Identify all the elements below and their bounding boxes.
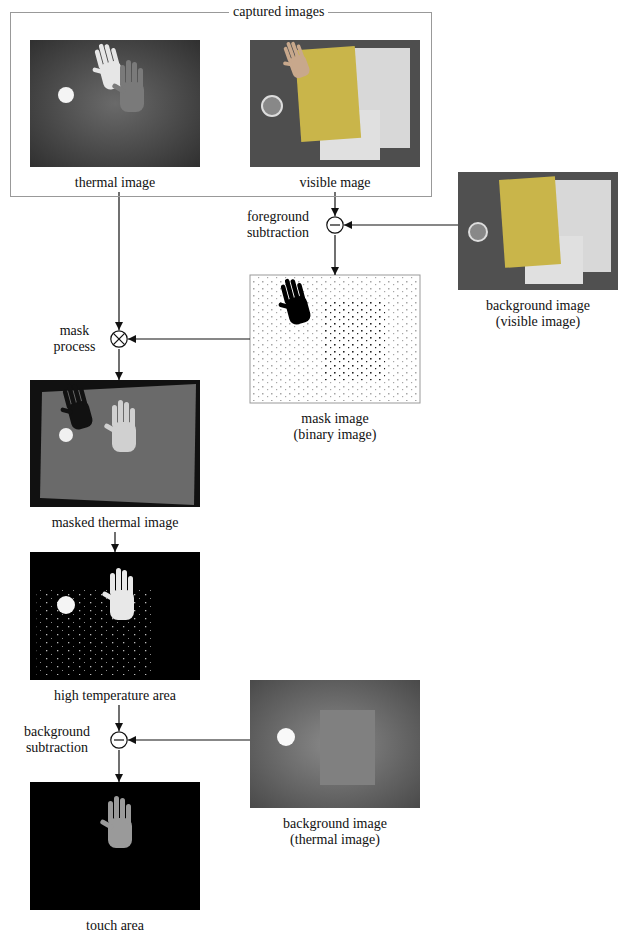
subtract-symbol — [326, 216, 344, 234]
image-node: visible mage — [250, 40, 420, 191]
image-area — [30, 552, 200, 680]
image-area — [458, 172, 618, 290]
mask-picture — [250, 275, 420, 403]
image-caption: thermal image — [30, 175, 200, 191]
operation-label: mask process — [47, 323, 102, 355]
operation-label: foreground subtraction — [238, 209, 318, 241]
flow-arrow — [114, 532, 115, 552]
image-area — [30, 40, 200, 167]
image-node: high temperature area — [30, 552, 200, 704]
image-caption: visible mage — [250, 175, 420, 191]
flow-arrow — [334, 235, 335, 275]
image-area — [30, 782, 200, 910]
thermal-picture — [30, 40, 200, 167]
image-caption: background image (visible image) — [473, 298, 603, 330]
masked-thermal-picture — [30, 380, 200, 507]
operation-node: mask process — [110, 330, 128, 348]
image-caption: touch area — [30, 918, 200, 933]
group-title: captured images — [229, 4, 328, 20]
subtract-symbol — [110, 731, 128, 749]
image-node: mask image (binary image) — [250, 275, 420, 443]
flow-arrow — [334, 192, 335, 216]
image-caption: high temperature area — [30, 688, 200, 704]
image-caption: masked thermal image — [30, 515, 200, 531]
touch-picture — [30, 782, 200, 910]
image-caption: background image (thermal image) — [270, 816, 400, 848]
image-node: thermal image — [30, 40, 200, 191]
flow-arrow — [118, 192, 119, 330]
image-area — [30, 380, 200, 507]
visible-picture — [250, 38, 420, 167]
image-caption: mask image (binary image) — [283, 411, 388, 443]
image-node: touch area — [30, 782, 200, 933]
image-node: masked thermal image — [30, 380, 200, 531]
flow-arrow — [128, 739, 250, 740]
image-node: background image (thermal image) — [250, 680, 420, 848]
operation-node: foreground subtraction — [326, 216, 344, 234]
background-thermal-picture — [250, 680, 420, 808]
flow-arrow — [118, 349, 119, 380]
high-temperature-picture — [30, 552, 200, 680]
image-area — [250, 40, 420, 167]
operation-label: background subtraction — [12, 724, 102, 756]
group-box: captured imagesthermal imagevisible mage — [10, 12, 432, 197]
image-area — [250, 680, 420, 808]
flow-arrow — [128, 338, 250, 339]
multiply-symbol — [110, 330, 128, 348]
image-area — [250, 275, 420, 403]
flow-arrow — [118, 750, 119, 782]
background-visible-picture — [458, 172, 618, 290]
flow-arrow — [344, 224, 458, 225]
operation-node: background subtraction — [110, 731, 128, 749]
image-node: background image (visible image) — [458, 172, 618, 330]
flow-arrow — [118, 705, 119, 731]
